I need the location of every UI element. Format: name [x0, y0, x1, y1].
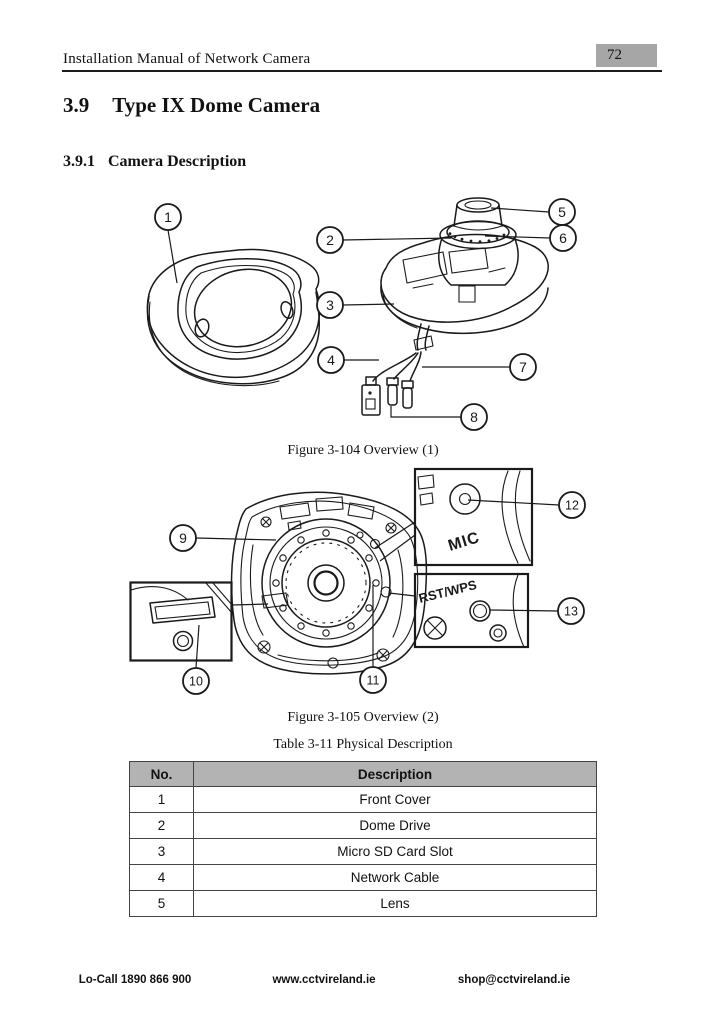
header-rule: [62, 70, 662, 72]
section-heading: 3.9 Type IX Dome Camera: [63, 93, 320, 118]
subsection-title: Camera Description: [108, 153, 247, 170]
figure2-callouts: 9 10 11 12 13: [169, 491, 586, 695]
subsection-number: 3.9.1: [63, 153, 95, 170]
screw-hole: [280, 301, 294, 319]
row-no: 3: [129, 838, 194, 865]
footer-email: shop@cctvireland.ie: [457, 974, 571, 986]
row-description: Micro SD Card Slot: [193, 838, 597, 865]
lens: [307, 564, 345, 602]
callout-8: 8: [470, 409, 478, 425]
figure-overview-2: MIC RST/WPS 9 10: [129, 467, 586, 695]
section-number: 3.9: [63, 93, 90, 117]
row-no: 5: [129, 890, 194, 917]
camera-body-drawing: [361, 197, 549, 416]
callout-7: 7: [519, 359, 527, 375]
figure1-caption: Figure 3-104 Overview (1): [287, 443, 439, 458]
row-description: Lens: [193, 890, 597, 917]
col-header-description: Description: [193, 761, 597, 787]
section-title: Type IX Dome Camera: [112, 93, 321, 117]
page-number-box: 72: [596, 44, 657, 67]
sd-slot-inset: [129, 581, 269, 662]
mic-label: MIC: [446, 529, 482, 555]
front-cover-drawing: [146, 248, 321, 387]
subsection-heading: 3.9.1 Camera Description: [63, 153, 246, 171]
mic-hole: [369, 538, 381, 550]
screw: [327, 657, 339, 669]
figure2-leader-lines: [195, 499, 560, 669]
callout-5: 5: [558, 204, 566, 220]
col-header-no: No.: [129, 761, 194, 787]
table-header-row: No. Description: [129, 761, 597, 787]
callout-11: 11: [367, 674, 380, 688]
callout-13: 13: [564, 605, 578, 619]
row-description: Network Cable: [193, 864, 597, 891]
screw: [376, 648, 390, 662]
physical-description-table: No. Description 1 Front Cover 2 Dome Dri…: [129, 761, 597, 917]
page-number: 72: [607, 47, 622, 63]
callout-3: 3: [326, 297, 334, 313]
callout-12: 12: [565, 499, 579, 513]
figure1-callouts: 1 2 3 4 5 6 7 8: [154, 198, 577, 431]
figure-overview-1: 1 2 3 4 5 6 7 8: [146, 197, 577, 431]
table-row: 4 Network Cable: [129, 864, 597, 891]
figure1-leader-lines: [167, 207, 551, 418]
row-no: 2: [129, 812, 194, 839]
row-description: Dome Drive: [193, 812, 597, 839]
table-row: 2 Dome Drive: [129, 812, 597, 839]
callout-4: 4: [327, 352, 335, 368]
screw: [385, 522, 397, 534]
callout-10: 10: [189, 675, 203, 689]
callout-6: 6: [559, 230, 567, 246]
table-row: 1 Front Cover: [129, 786, 597, 813]
row-no: 4: [129, 864, 194, 891]
rj45-connector: [361, 376, 381, 416]
table-caption: Table 3-11 Physical Description: [273, 737, 453, 752]
table-row: 5 Lens: [129, 890, 597, 917]
network-cable: [372, 352, 417, 382]
screw-hole: [194, 318, 210, 338]
callout-9: 9: [179, 530, 187, 546]
callout-1: 1: [164, 209, 172, 225]
figure2-caption: Figure 3-105 Overview (2): [287, 710, 439, 725]
footer-website: www.cctvireland.ie: [272, 974, 376, 986]
screw: [257, 640, 271, 654]
screw: [423, 616, 447, 640]
footer-phone: Lo-Call 1890 866 900: [78, 974, 192, 986]
header-title: Installation Manual of Network Camera: [63, 51, 311, 67]
row-description: Front Cover: [193, 786, 597, 813]
camera-front-drawing: [230, 491, 428, 675]
callout-2: 2: [326, 232, 334, 248]
screw: [260, 516, 272, 528]
barrel-connector: [401, 380, 414, 409]
barrel-connector: [386, 377, 399, 406]
row-no: 1: [129, 786, 194, 813]
table-row: 3 Micro SD Card Slot: [129, 838, 597, 865]
dome-drive: [261, 518, 391, 648]
